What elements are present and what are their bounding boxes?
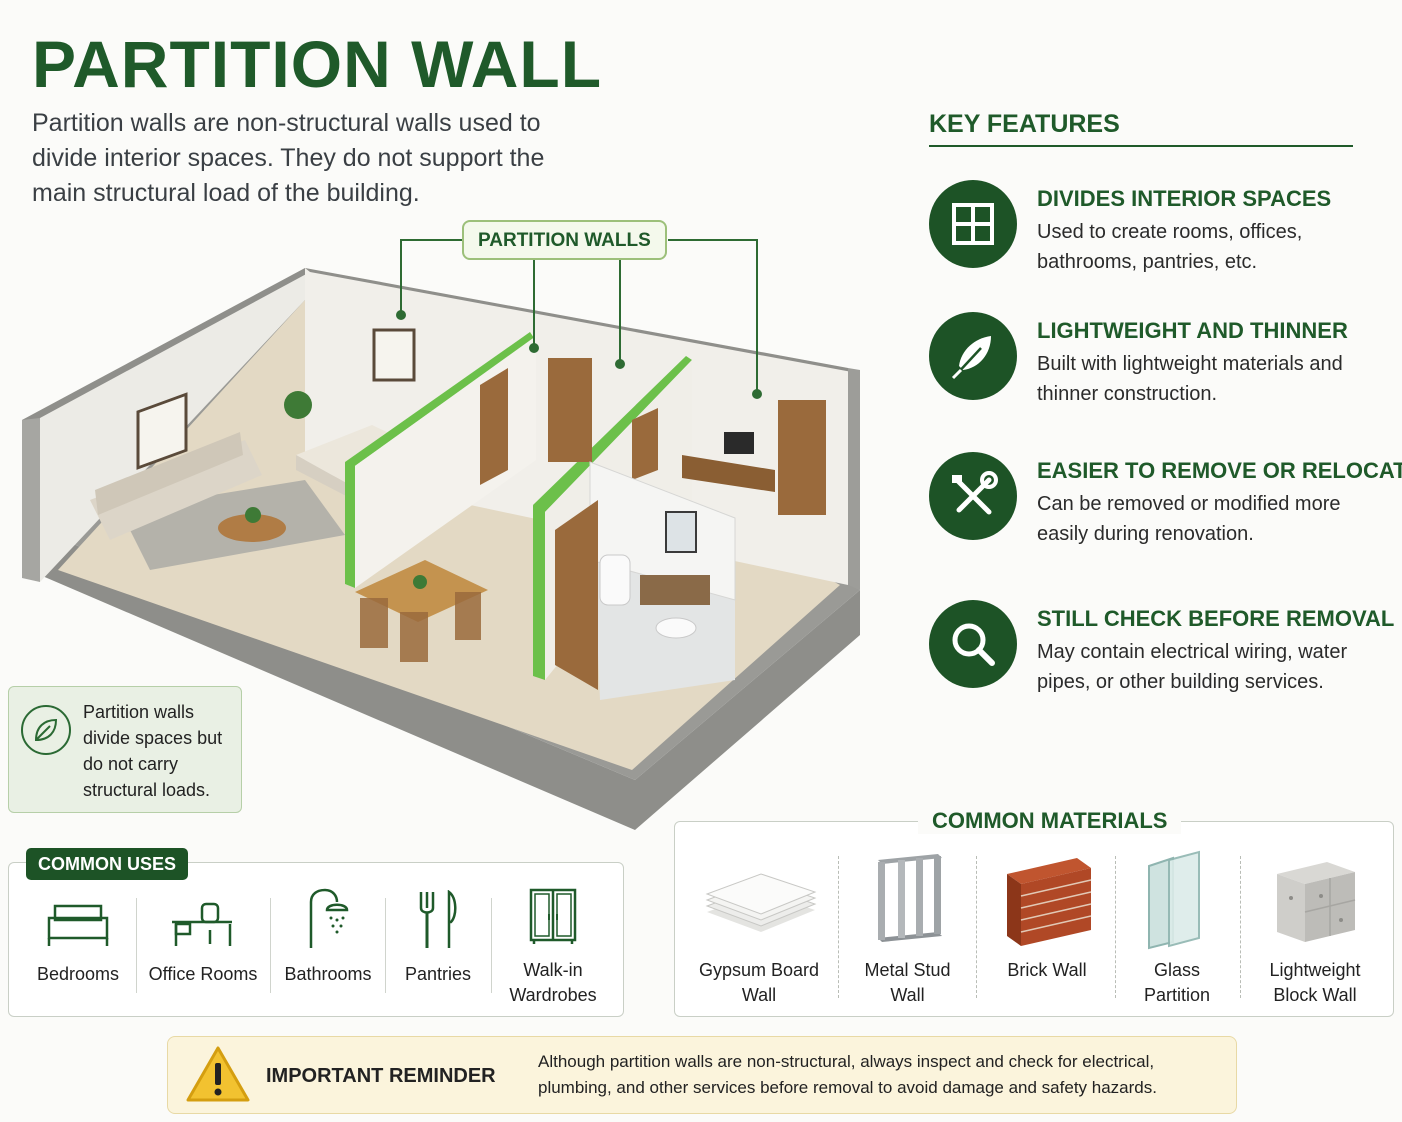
feature-body: Built with lightweight materials and thi… bbox=[1037, 353, 1343, 405]
floor-plan-icon bbox=[929, 180, 1017, 268]
use-bathrooms: Bathrooms bbox=[278, 888, 378, 987]
material-label: Lightweight Block Wall bbox=[1269, 960, 1361, 1005]
feature-lightweight: LIGHTWEIGHT AND THINNER Built with light… bbox=[929, 312, 1389, 432]
brick-icon bbox=[1007, 858, 1092, 946]
divider bbox=[1115, 856, 1116, 998]
material-label: Metal Stud Wall bbox=[864, 960, 951, 1005]
feature-body: Can be removed or modified more easily d… bbox=[1037, 493, 1341, 545]
partition-walls-callout: PARTITION WALLS bbox=[462, 220, 667, 260]
wardrobe-icon bbox=[529, 888, 577, 944]
metal-stud-icon bbox=[877, 854, 942, 942]
feature-easier-remove: EASIER TO REMOVE OR RELOCATE Can be remo… bbox=[929, 452, 1402, 572]
divider bbox=[976, 856, 977, 998]
feature-body: Used to create rooms, offices, bathrooms… bbox=[1037, 221, 1303, 273]
concrete-block-icon bbox=[1277, 862, 1356, 942]
key-features-divider bbox=[929, 145, 1353, 147]
feature-heading: LIGHTWEIGHT AND THINNER bbox=[1037, 318, 1348, 343]
use-label: Walk-in Wardrobes bbox=[509, 960, 597, 1005]
key-features-title: KEY FEATURES bbox=[929, 110, 1120, 138]
material-metal-stud: Metal Stud Wall bbox=[845, 850, 970, 1008]
shower-icon bbox=[309, 888, 349, 948]
feather-icon bbox=[929, 312, 1017, 400]
feature-body: May contain electrical wiring, water pip… bbox=[1037, 641, 1348, 693]
feature-heading: DIVIDES INTERIOR SPACES bbox=[1037, 186, 1332, 211]
glass-pane-icon bbox=[1148, 850, 1200, 950]
page-title: PARTITION WALL bbox=[32, 27, 603, 101]
note-text: Partition walls divide spaces but do not… bbox=[83, 702, 223, 800]
important-reminder-banner: IMPORTANT REMINDER Although partition wa… bbox=[167, 1036, 1237, 1114]
use-walk-in-wardrobes: Walk-in Wardrobes bbox=[498, 888, 608, 1008]
gypsum-board-icon bbox=[705, 873, 817, 932]
feature-heading: STILL CHECK BEFORE REMOVAL bbox=[1037, 606, 1395, 631]
tools-icon bbox=[929, 452, 1017, 540]
use-label: Bathrooms bbox=[284, 964, 372, 984]
material-label: Brick Wall bbox=[1007, 960, 1087, 980]
note-card: Partition walls divide spaces but do not… bbox=[8, 686, 242, 813]
use-bedrooms: Bedrooms bbox=[28, 900, 128, 987]
office-desk-icon bbox=[172, 902, 232, 946]
common-uses-panel bbox=[8, 862, 624, 1017]
use-label: Office Rooms bbox=[148, 964, 258, 984]
magnifier-icon bbox=[929, 600, 1017, 688]
common-materials-title: COMMON MATERIALS bbox=[918, 808, 1182, 834]
material-brick: Brick Wall bbox=[985, 850, 1109, 983]
feature-heading: EASIER TO REMOVE OR RELOCATE bbox=[1037, 458, 1402, 483]
use-label: Pantries bbox=[404, 964, 472, 984]
divider bbox=[838, 856, 839, 998]
material-label: Glass Partition bbox=[1143, 960, 1211, 1005]
use-office-rooms: Office Rooms bbox=[143, 900, 263, 987]
material-gypsum-board: Gypsum Board Wall bbox=[688, 850, 830, 1008]
material-label: Gypsum Board Wall bbox=[698, 960, 820, 1005]
bed-icon bbox=[47, 904, 109, 946]
material-glass: Glass Partition bbox=[1120, 850, 1234, 1008]
floor-plan-illustration bbox=[22, 239, 860, 830]
reminder-title: IMPORTANT REMINDER bbox=[266, 1065, 496, 1087]
use-label: Bedrooms bbox=[36, 964, 120, 984]
feature-check-before-removal: STILL CHECK BEFORE REMOVAL May contain e… bbox=[929, 600, 1394, 720]
leaf-icon bbox=[21, 705, 71, 755]
material-lightweight-block: Lightweight Block Wall bbox=[1250, 850, 1380, 1008]
reminder-text: Although partition walls are non-structu… bbox=[538, 1052, 1157, 1097]
divider bbox=[385, 898, 386, 993]
use-pantries: Pantries bbox=[392, 890, 484, 987]
intro-text: Partition walls are non-structural walls… bbox=[32, 109, 545, 207]
divider bbox=[491, 898, 492, 993]
fork-knife-icon bbox=[419, 890, 457, 948]
warning-icon bbox=[186, 1045, 250, 1108]
feature-divides-spaces: DIVIDES INTERIOR SPACES Used to create r… bbox=[929, 180, 1389, 300]
divider bbox=[270, 898, 271, 993]
divider bbox=[1240, 856, 1241, 998]
common-uses-title: COMMON USES bbox=[26, 848, 189, 880]
divider bbox=[136, 898, 137, 993]
